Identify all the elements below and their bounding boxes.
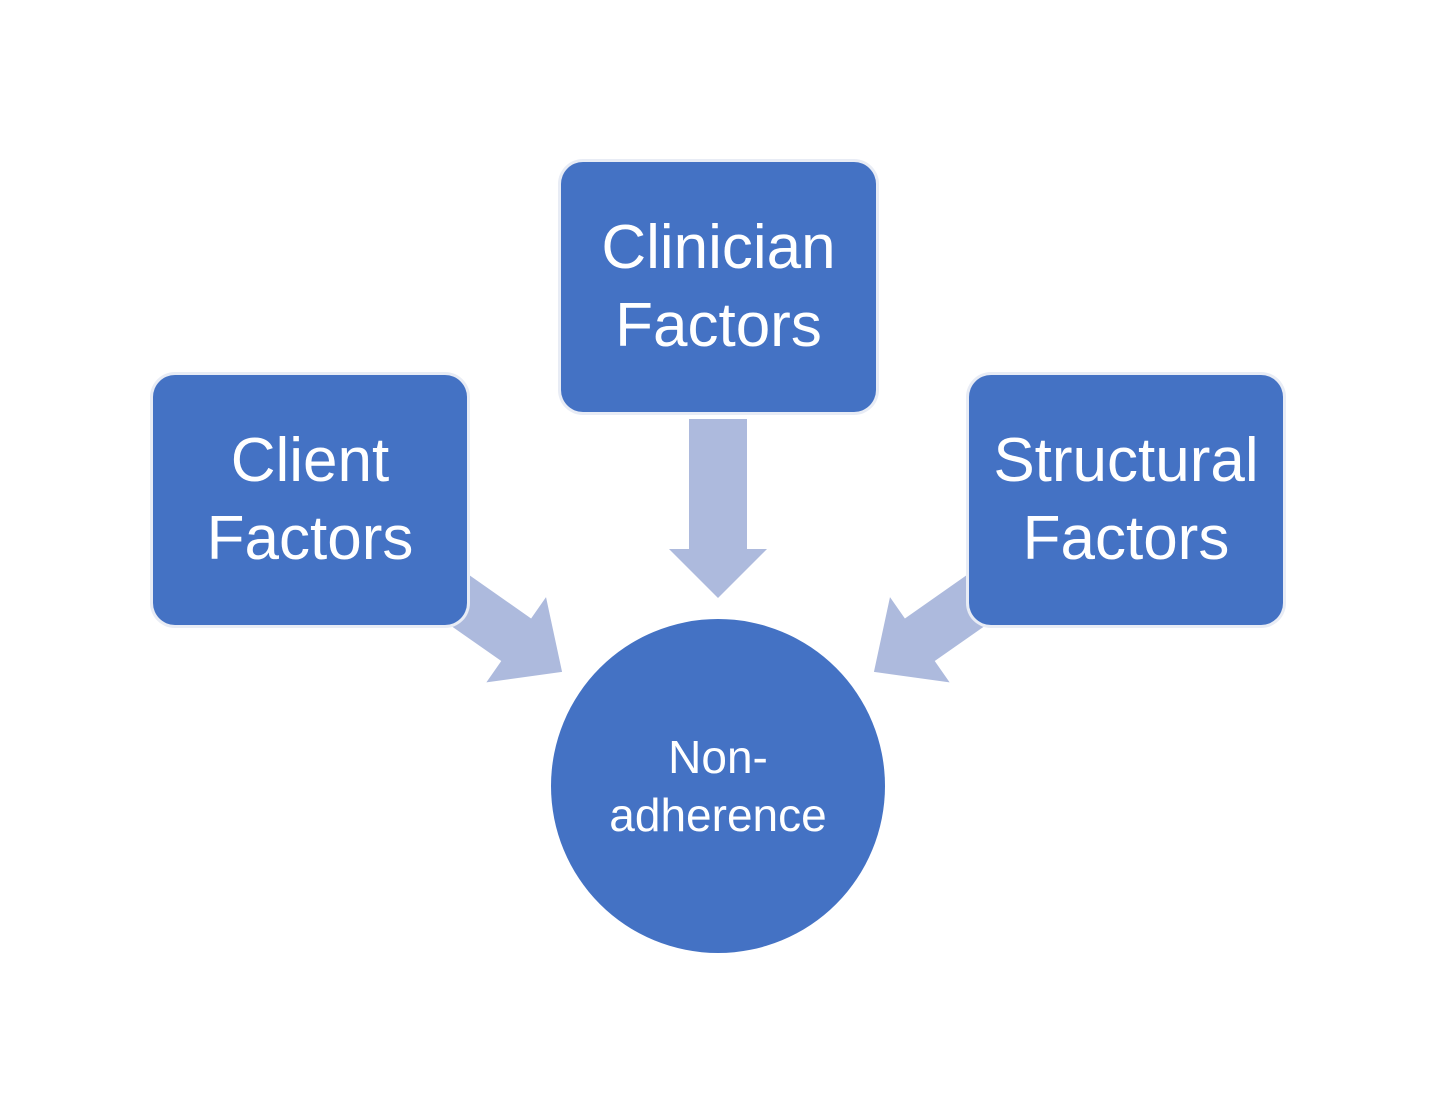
clinician-factors-label: Clinician Factors	[601, 213, 836, 360]
non-adherence-node: Non- adherence	[551, 619, 885, 953]
client-factors-label: Client Factors	[206, 426, 414, 573]
structural-factors-label: Structural Factors	[993, 426, 1259, 573]
arrow-diagonal-left-icon	[873, 572, 1001, 683]
clinician-factors-node: Clinician Factors	[561, 162, 876, 412]
arrow-down-icon	[669, 419, 767, 598]
arrow-diagonal-right-icon	[435, 572, 563, 683]
non-adherence-label: Non- adherence	[609, 731, 827, 841]
client-factors-node: Client Factors	[153, 375, 467, 625]
structural-factors-node: Structural Factors	[969, 375, 1283, 625]
